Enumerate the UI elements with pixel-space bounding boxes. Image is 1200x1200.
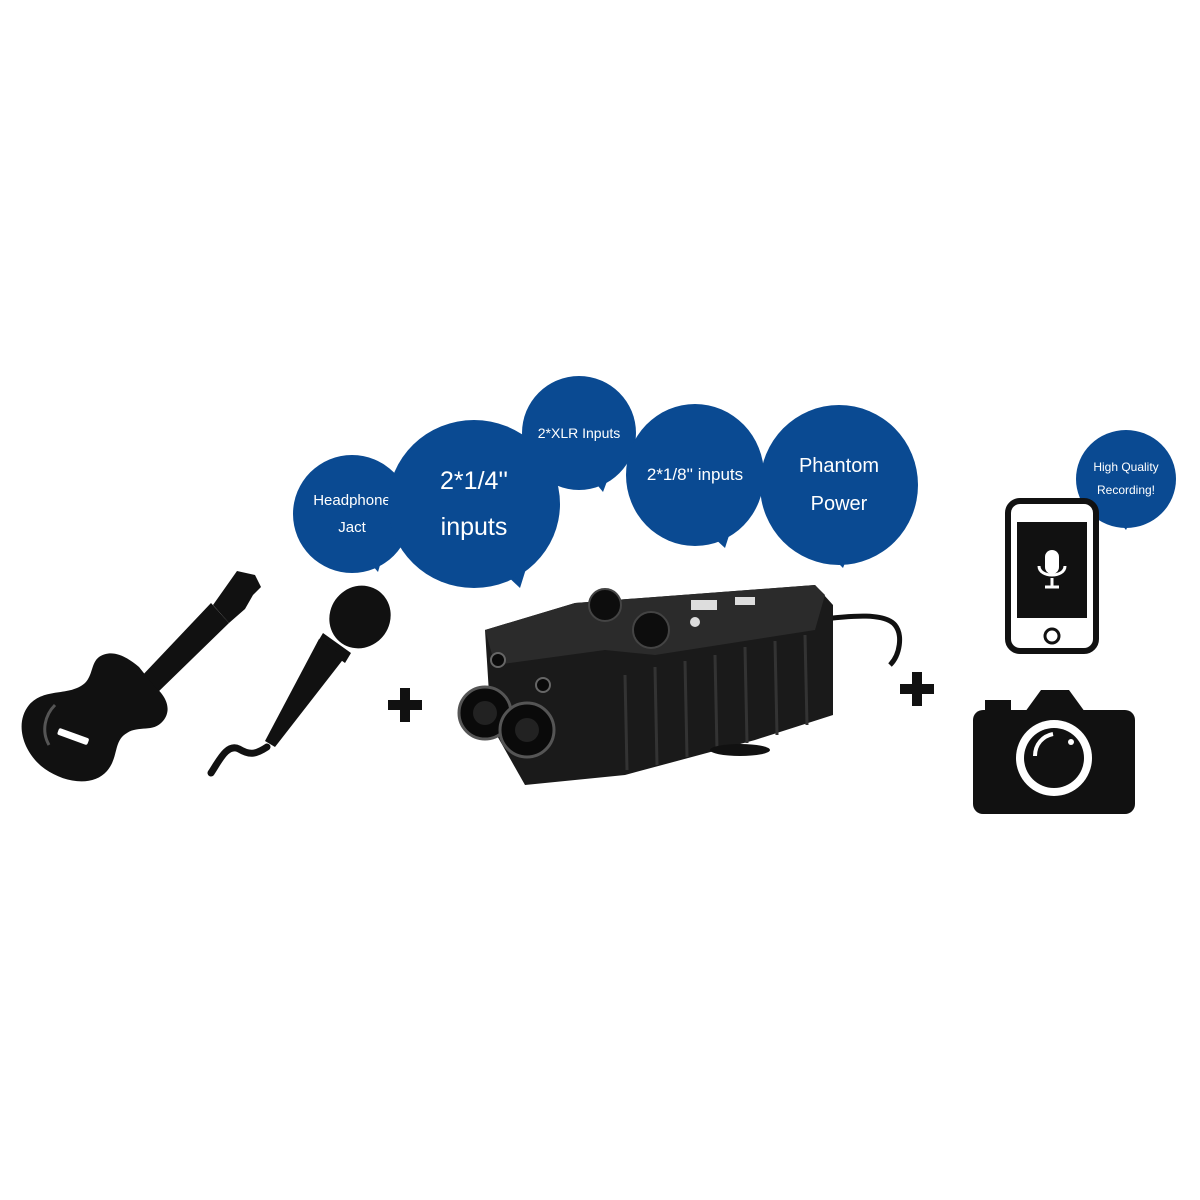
- quarter-inputs-line2: inputs: [440, 513, 508, 541]
- audio-adapter-device: [457, 585, 903, 785]
- headphone-bubble-line2: Jact: [338, 519, 366, 536]
- camera-icon: [973, 690, 1135, 814]
- plus-sign-right: [900, 672, 934, 706]
- phantom-power-line1: Phantom: [798, 455, 880, 477]
- microphone-icon: [207, 585, 391, 777]
- guitar-icon: [21, 571, 261, 782]
- quarter-inputs-line1: 2*1/4'': [440, 467, 508, 495]
- phantom-power-line2: Power: [810, 493, 868, 515]
- headphone-bubble-line1: Headphone: [313, 492, 391, 509]
- eighth-inch-inputs-bubble: 2*1/8'' inputs: [626, 404, 764, 546]
- high-quality-recording-bubble: High Quality Recording!: [1076, 430, 1176, 528]
- eighth-inputs-label: 2*1/8'' inputs: [646, 465, 744, 484]
- smartphone-mic-icon: [1005, 498, 1099, 654]
- xlr-inputs-label: 2*XLR Inputs: [537, 425, 621, 441]
- high-quality-line2: Recording!: [1096, 483, 1156, 497]
- plus-sign-left: [388, 688, 422, 722]
- phantom-power-bubble: Phantom Power: [760, 405, 918, 565]
- high-quality-line1: High Quality: [1093, 460, 1159, 474]
- xlr-inputs-bubble: 2*XLR Inputs: [522, 376, 636, 490]
